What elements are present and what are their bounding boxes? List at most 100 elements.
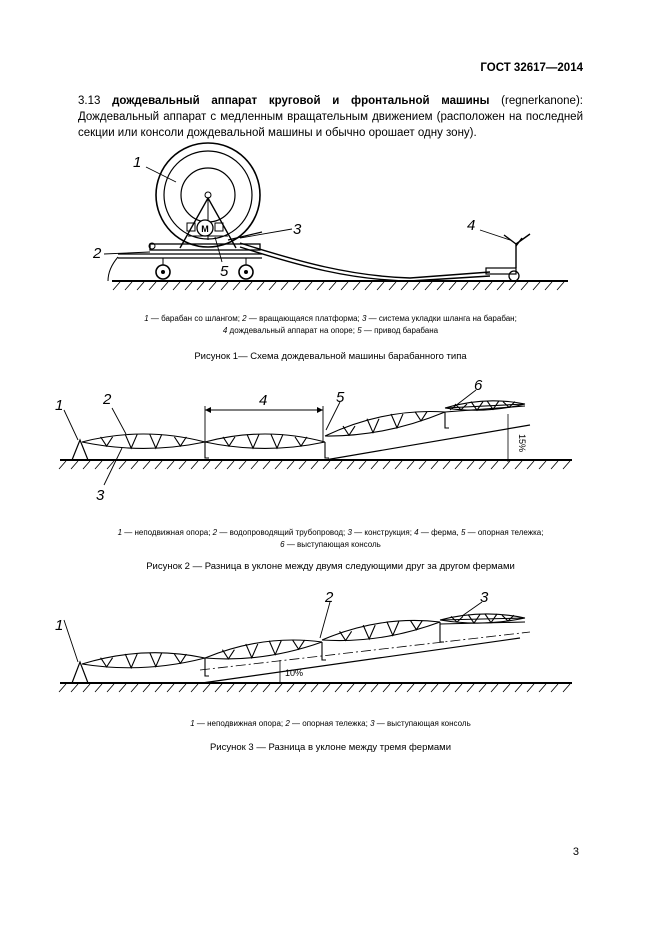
support-tower [204,658,209,677]
ground-hatch [70,683,79,693]
ground-hatch [370,460,379,470]
ground-hatch [94,460,103,470]
ground-hatch [154,460,163,470]
ground-hatch [70,460,79,470]
ground-hatch [226,683,235,693]
legend-num: 4 [222,326,228,335]
legend-num: 5 [460,528,466,537]
motor-symbol: M [201,224,209,234]
truss-chord [81,441,206,449]
ground-hatch [346,460,355,470]
legend-num: 3 [347,528,352,537]
ground-hatch [358,460,367,470]
fig1-label-4: 4 [467,217,475,234]
ground-hatch [178,460,187,470]
ground-hatch [232,281,241,291]
legend-num: 1 [190,719,195,728]
figure-3-legend: 1 — неподвижная опора; 2 — опорная тележ… [60,718,601,730]
ground-hatch [502,460,511,470]
figure-1-drum-machine: M 1 2 3 4 5 [92,142,568,291]
truss-chord [204,441,326,449]
ground-hatch [280,281,289,291]
ground-hatch [448,281,457,291]
ground-hatch [340,281,349,291]
fig1-label-2: 2 [92,245,102,262]
legend-text: дождевальный аппарат на опоре; [227,326,358,335]
ground-hatch [286,460,295,470]
ground-hatch [274,683,283,693]
ground-hatch [406,683,415,693]
ground-hatch [196,281,205,291]
ground-hatch [154,683,163,693]
term-title: дождевальный аппарат круговой и фронталь… [112,95,490,107]
ground-hatch [364,281,373,291]
ground-hatch [430,460,439,470]
ground-hatch [238,460,247,470]
ground-hatch [442,683,451,693]
figure-1-caption: Рисунок 1— Схема дождевальной машины бар… [194,351,467,362]
legend-text: — неподвижная опора; [122,528,213,537]
ground-hatch [112,281,121,291]
fig3-slope-label: 10% [285,668,303,678]
ground-hatch [346,683,355,693]
ground-hatch [370,683,379,693]
truss-chord [81,657,206,669]
fig2-label-4: 4 [259,392,267,409]
ground-hatch [454,460,463,470]
legend-text: — ферма, [418,528,461,537]
ground-hatch [274,460,283,470]
ground-hatch [406,460,415,470]
legend-text: — барабан со шлангом; [148,314,243,323]
ground-hatch [130,683,139,693]
ground-hatch [184,281,193,291]
ground-hatch [514,683,523,693]
ground-hatch [484,281,493,291]
ground-hatch [310,683,319,693]
term-foreign: (regnerkanone) [501,95,580,107]
fig2-label-2: 2 [102,391,112,408]
truss-web [339,620,423,642]
ground-hatch [550,460,559,470]
ground-hatch [262,683,271,693]
ground-hatch [496,281,505,291]
truss-pipe [324,411,446,437]
fig1-label-1: 1 [133,154,141,171]
legend-text: — конструкция; [351,528,415,537]
legend-num: 1 [117,528,123,537]
ground-hatch [382,683,391,693]
fig2-label-1: 1 [55,397,63,414]
ground-hatch [478,460,487,470]
ground-hatch [436,281,445,291]
legend-text: — неподвижная опора; [194,719,286,728]
ground-hatch [286,683,295,693]
ground-hatch [292,281,301,291]
ground-hatch [322,683,331,693]
ground-hatch [490,683,499,693]
ground-hatch [556,281,565,291]
ground-hatch [376,281,385,291]
ground-hatch [148,281,157,291]
figure-1-legend: 1 — барабан со шлангом; 2 — вращающаяся … [60,313,601,337]
truss-pipe [81,433,206,443]
ground-hatch [244,281,253,291]
truss-pipe [204,639,323,659]
truss-chord [444,403,526,411]
ground-hatch [352,281,361,291]
ground-hatch [190,460,199,470]
fig3-label-2: 2 [324,589,334,606]
ground-hatch [334,683,343,693]
fig2-label-6: 6 [474,377,483,394]
ground-hatch [142,683,151,693]
ground-hatch [454,683,463,693]
figure-2-legend: 1 — неподвижная опора; 2 — водопроводящи… [60,527,601,551]
ground-hatch [124,281,133,291]
legend-num: 3 [361,314,367,323]
support-tower [324,442,329,459]
legend-num: 3 [370,719,375,728]
ground-hatch [214,683,223,693]
ground-hatch [412,281,421,291]
support-tower [204,442,209,459]
fig1-label-5: 5 [220,263,229,280]
ground-hatch [250,683,259,693]
legend-num: 5 [357,326,362,335]
